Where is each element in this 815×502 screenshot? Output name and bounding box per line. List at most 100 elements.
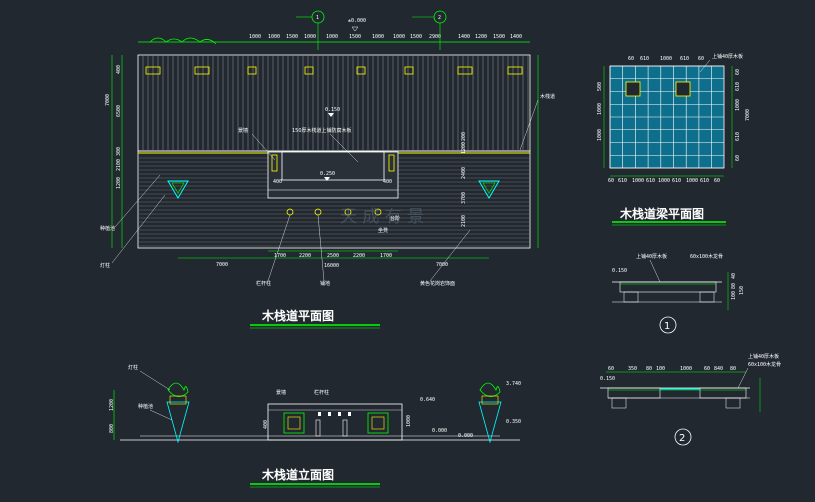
elevation-marks: 3.740 0.640 0.000 0.350 0.000 [420, 381, 521, 439]
planter-box-4 [304, 66, 314, 75]
elevation-lamp-right [478, 382, 502, 444]
inner-dim-left: 400 [273, 179, 282, 185]
plan-view: 1000 1000 1500 1000 1000 1500 1000 1000 … [100, 10, 555, 329]
stair-post-right [388, 154, 395, 172]
lamp-triangle-right-inner [482, 182, 496, 194]
elev-dim-2: 800 [109, 424, 115, 433]
beam-right-dim-3: 1000 [735, 99, 741, 111]
section-2-view: 0.150 60 350 80 100 1000 60 840 80 上铺40厚… [600, 353, 781, 446]
beam-right-dim-4: 610 [735, 132, 741, 141]
left-dim-3: 6500 [116, 105, 122, 117]
beam-opening-left [625, 81, 641, 97]
section2-note: 上铺40厚木板 [748, 353, 779, 360]
beam-right-dim-5: 60 [735, 155, 741, 161]
elev-label-post: 栏杆柱 [314, 389, 329, 396]
beam-bottom-dim-7: 1000 [686, 178, 698, 184]
label-post: 栏杆柱 [256, 280, 271, 287]
dim-top-5: 1000 [326, 34, 338, 40]
section2-note2: 60x100木龙骨 [748, 361, 781, 368]
elev-dim-1: 1200 [109, 399, 115, 411]
section2-dim-7: 840 [714, 366, 723, 372]
section2-marker-text: 2 [679, 433, 685, 444]
elev-top-marker [351, 26, 359, 32]
beam-left-dim-1: 500 [597, 82, 603, 91]
central-stair-inner [281, 151, 385, 181]
planter-box-1 [145, 66, 161, 75]
beam-plan-view: 上铺40厚木板 60 610 1000 610 60 500 1000 1000… [597, 53, 751, 226]
bottom-dim-6: 1700 [380, 253, 392, 259]
dim-top-7: 1000 [372, 34, 384, 40]
plan-lower-deck: 400 400 0.250 0.150 天 成 有 景 [137, 107, 531, 249]
elev-dim-3: 400 [263, 420, 269, 429]
section1-marker [659, 316, 677, 334]
section1-dim-4: 150 [739, 286, 745, 295]
bottom-dim-2: 1700 [274, 253, 286, 259]
bottom-dim-1: 7000 [216, 262, 228, 268]
planter-box-5 [356, 66, 366, 75]
section-1-view: 上铺40厚木板 60x100木龙骨 0.150 40 80 100 150 1 [612, 253, 745, 334]
beam-bottom-dim-2: 610 [618, 178, 627, 184]
lamp-triangle-left [167, 180, 189, 199]
left-dim-1: 400 [116, 65, 122, 74]
elev-label-guard: 景墙 [276, 389, 286, 396]
dim-top-6: 1500 [349, 34, 361, 40]
section1-note2: 60x100木龙骨 [690, 253, 723, 260]
bottom-dim-4: 2500 [327, 253, 339, 259]
elevation-title-block: 木栈道立面图 [250, 467, 380, 488]
section1-dim-3: 100 [731, 291, 737, 300]
section1-elev: 0.150 [612, 268, 627, 274]
elev-mark-1: 3.740 [506, 381, 521, 387]
left-dim-2: 7000 [105, 94, 111, 106]
label-edge-stone: 木栈道 [540, 93, 555, 100]
right-dim-1: 200 [461, 132, 467, 141]
beam-top-dim-1: 60 [628, 56, 634, 62]
beam-bottom-dim-6: 610 [672, 178, 681, 184]
plan-labels: 150厚木栈道上铺防腐木板 景墙 木栈道 种植池 灯柱 栏杆柱 铺地 黄色花岗岩… [100, 93, 555, 287]
elev-center: 0.250 [320, 171, 335, 177]
plan-bottom-dimensions: 7000 1700 2200 2500 2200 1700 7000 16000 [178, 250, 489, 269]
section2-dim-5: 1000 [680, 366, 692, 372]
bottom-dim-total: 16000 [324, 263, 339, 269]
beam-bottom-dim-9: 60 [714, 178, 720, 184]
label-wood-floor: 铺地 [320, 280, 330, 287]
bottom-dim-5: 2200 [353, 253, 365, 259]
dim-top-12: 1200 [475, 34, 487, 40]
plan-top-dimensions: 1000 1000 1500 1000 1000 1500 1000 1000 … [138, 34, 530, 43]
section1-dim-2: 80 [731, 283, 737, 289]
left-dim-6: 1200 [116, 177, 122, 189]
label-guard: 景墙 [238, 127, 248, 134]
beam-note: 上铺40厚木板 [712, 53, 743, 60]
plan-upper-deck [137, 37, 531, 152]
beam-bottom-dim-4: 610 [646, 178, 655, 184]
plan-left-dimensions: 400 7000 6500 300 2100 1200 [105, 55, 123, 248]
beam-opening-right [675, 81, 691, 97]
beam-top-dim-4: 610 [680, 56, 689, 62]
elevation-view: 1200 800 400 1000 3.740 0.640 0.000 0.35… [109, 364, 521, 488]
lamp-triangle-left-inner [171, 182, 185, 194]
bottom-dim-7: 7000 [436, 262, 448, 268]
planter-box-3 [247, 66, 257, 75]
section-marker-top-left-text: 1 [316, 15, 319, 21]
dim-top-9: 1500 [410, 34, 422, 40]
dim-top-14: 1400 [510, 34, 522, 40]
elev-mark-3: 0.000 [432, 428, 447, 434]
section2-dim-2: 350 [628, 366, 637, 372]
section1-marker-text: 1 [664, 321, 670, 332]
section2-dim-6: 60 [704, 366, 710, 372]
section1-dim-1: 40 [731, 273, 737, 279]
elevation-labels: 灯柱 种植池 景墙 栏杆柱 [128, 364, 329, 421]
left-dim-5: 2100 [116, 159, 122, 171]
dim-top-8: 1000 [393, 34, 405, 40]
section1-note: 上铺40厚木板 [636, 253, 667, 260]
beam-plan-title: 木栈道梁平面图 [619, 206, 704, 221]
watermark: 天 成 有 景 [340, 207, 424, 227]
dim-top-4: 1000 [304, 34, 316, 40]
dim-top-1: 1000 [249, 34, 261, 40]
planter-box-6 [404, 66, 414, 75]
beam-top-dim-5: 60 [698, 56, 704, 62]
beam-bottom-dim-1: 60 [608, 178, 614, 184]
bottom-dim-3: 2200 [299, 253, 311, 259]
beam-right-dim-1: 60 [735, 69, 741, 75]
right-dim-3: 2400 [461, 167, 467, 179]
